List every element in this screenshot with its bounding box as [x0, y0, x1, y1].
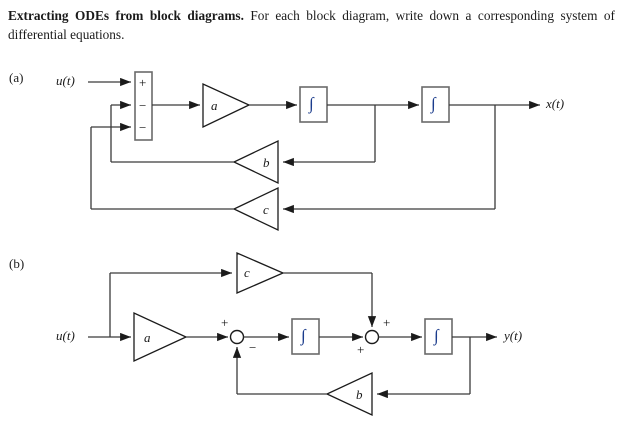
diagram-b-output-label: y(t) — [504, 328, 523, 343]
diagram-b-gain-b-label: b — [356, 387, 363, 402]
problem-statement: Extracting ODEs from block diagrams. For… — [8, 6, 615, 45]
diagram-a-gain-c-label: c — [263, 202, 269, 217]
diagram-b-gain-a-label: a — [144, 330, 151, 345]
diagram-a-integrator-2-glyph: ∫ — [431, 94, 436, 113]
diagram-a-tag: (a) — [9, 70, 24, 85]
problem-statement-body: For each block diagram, write down a cor… — [8, 8, 615, 43]
diagram-b-gain-c-label: c — [244, 265, 250, 280]
diagram-b-tag: (b) — [9, 256, 25, 271]
diagram-a-output-label: x(t) — [546, 96, 565, 111]
diagram-a-integrator-1-glyph: ∫ — [309, 94, 314, 113]
problem-statement-title: Extracting ODEs from block diagrams. — [8, 8, 244, 23]
diagram-b-sum2-sign-plus-bottom: + — [357, 342, 365, 357]
diagram-a-gain-b-label: b — [263, 155, 270, 170]
diagram-a-input-label: u(t) — [56, 73, 75, 88]
diagram-b-integrator-1-glyph: ∫ — [301, 326, 306, 345]
diagram-b-input-label: u(t) — [56, 328, 75, 343]
diagram-b-integrator-2-glyph: ∫ — [434, 326, 439, 345]
diagram-b-sum1-sign-plus: + — [221, 315, 229, 330]
diagram-b-sum1-sign-minus: − — [249, 340, 257, 355]
diagram-a-sum-sign-minus-1: − — [139, 98, 147, 113]
diagram-a-sum-sign-minus-2: − — [139, 120, 147, 135]
diagram-b-sum2-sign-plus-top: + — [383, 315, 391, 330]
diagram-a-sum-sign-plus: + — [139, 75, 147, 90]
diagram-a-gain-a-label: a — [211, 98, 218, 113]
